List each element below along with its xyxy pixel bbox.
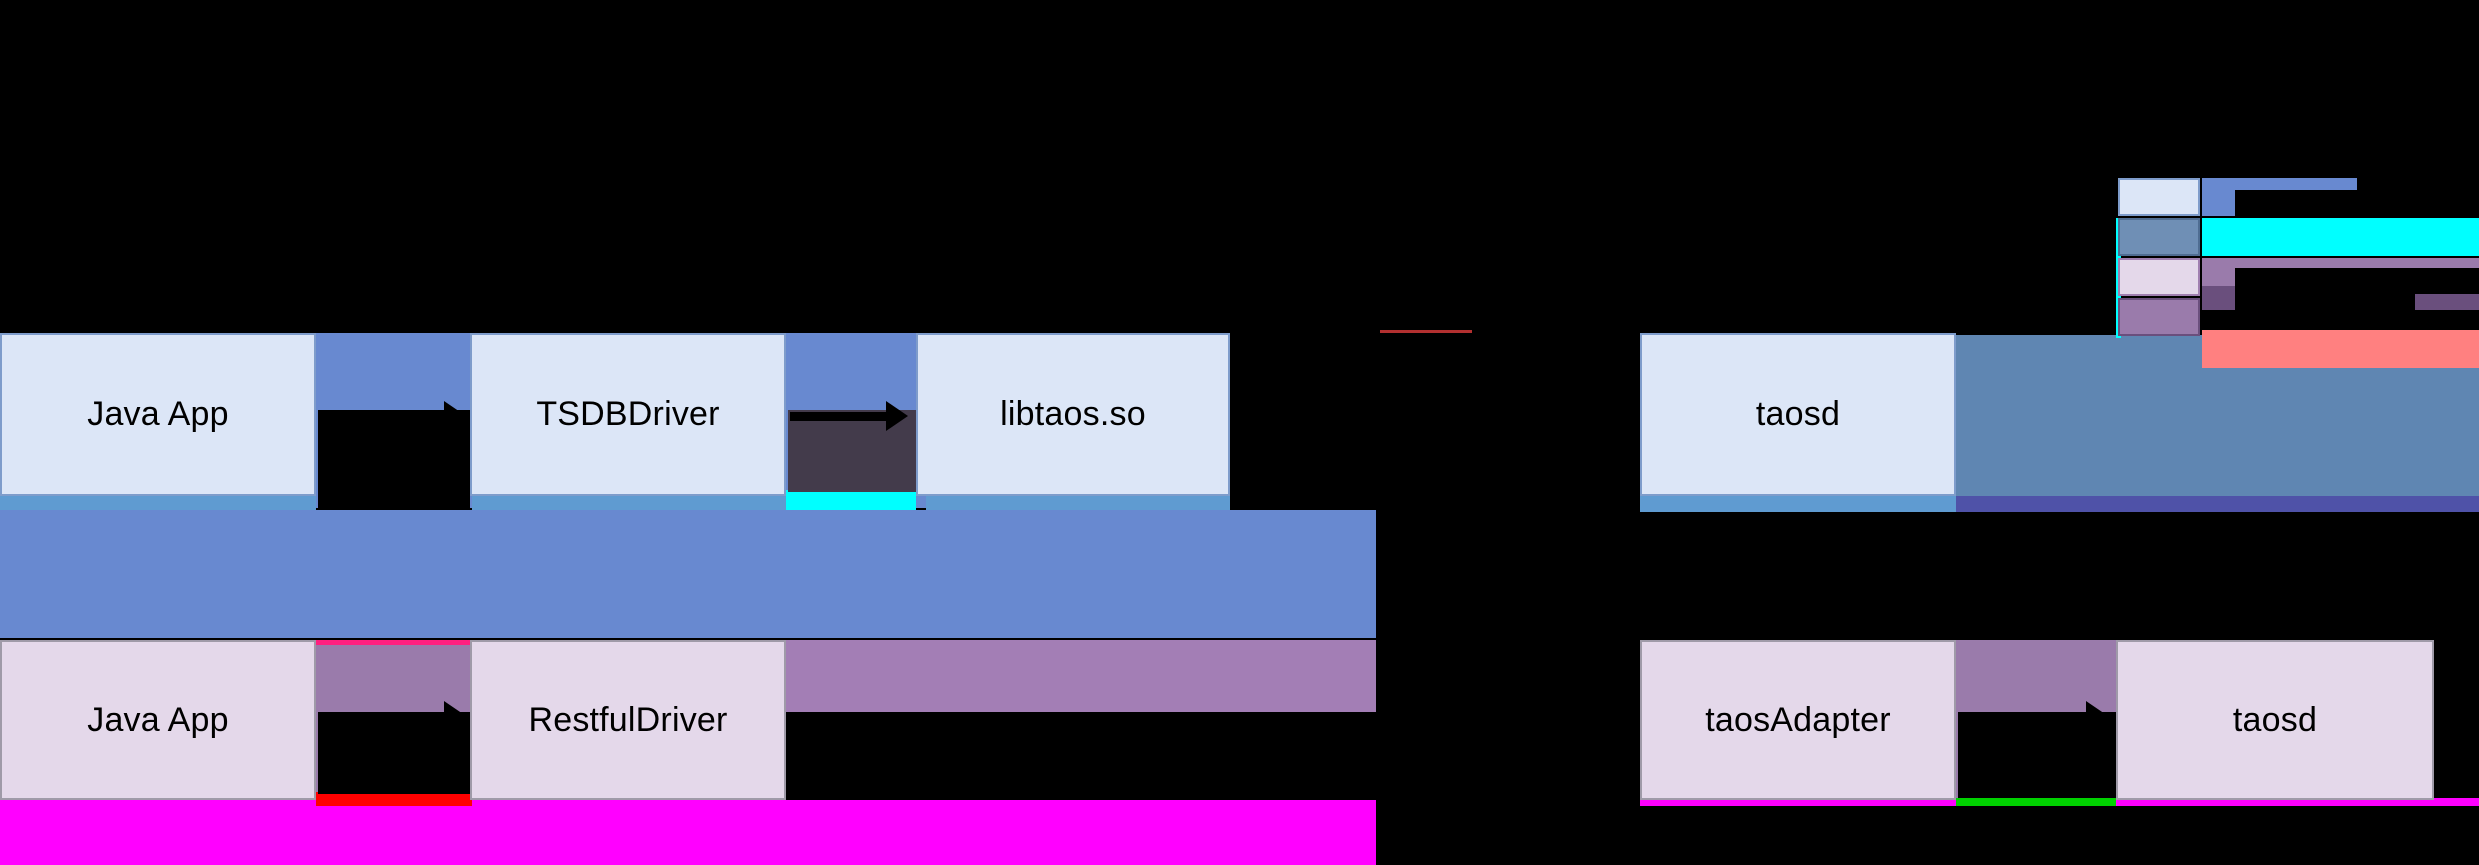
divider-rule-red <box>1380 330 1472 333</box>
node-restful-driver[interactable]: RestfulDriver <box>470 640 786 800</box>
cyan-highlight-chip <box>786 490 916 510</box>
row2-underline-red <box>316 792 472 806</box>
taosd-native-violet-underline <box>1956 496 2479 512</box>
mask-region-row2-adapter <box>1958 712 2116 798</box>
row2-magenta-rule-left <box>316 640 472 645</box>
node-label: TSDBDriver <box>536 395 720 433</box>
node-label: RestfulDriver <box>528 700 728 739</box>
node-libtaos[interactable]: libtaos.so <box>916 333 1230 496</box>
mask-region-row2-mid <box>786 712 1376 800</box>
legend-swatch-purple-top <box>2118 298 2200 336</box>
node-label: taosd <box>1755 395 1841 433</box>
arrow-tsdbdriver-to-libtaos-head <box>886 401 908 431</box>
mask-region-row1-far <box>1376 333 1640 510</box>
legend-label-mask-3b <box>2235 294 2415 316</box>
node-taosd-rest[interactable]: taosd <box>2116 640 2434 800</box>
node-label: Java App <box>87 395 229 433</box>
node-label: Java App <box>87 700 229 739</box>
arrow-tsdbdriver-to-libtaos <box>790 412 890 421</box>
node-label: taosd <box>2232 700 2318 739</box>
legend-label-mask-1 <box>2235 190 2479 218</box>
row1-underline-mid <box>472 496 786 510</box>
mask-region-row1-left <box>318 410 470 510</box>
legend-swatch-lightpurple-top <box>2118 258 2200 296</box>
node-taos-adapter[interactable]: taosAdapter <box>1640 640 1956 800</box>
legend-label-mask-3 <box>2235 268 2479 294</box>
node-java-app-rest[interactable]: Java App <box>0 640 316 800</box>
node-java-app-native[interactable]: Java App <box>0 333 316 496</box>
legend-swatch-steel-top <box>2118 218 2200 256</box>
row1-underline-left <box>0 496 316 510</box>
node-taosd-native[interactable]: taosd <box>1640 333 1956 496</box>
legend-swatch-blue-top <box>2118 178 2200 216</box>
node-tsdb-driver[interactable]: TSDBDriver <box>470 333 786 496</box>
node-label: taosAdapter <box>1705 700 1891 739</box>
row2-underline-magenta-c <box>472 800 1376 865</box>
node-label: libtaos.so <box>1000 395 1146 433</box>
mask-region-row2-tail <box>1376 806 2479 865</box>
row2-underline-magenta-a <box>0 800 316 865</box>
middle-blue-band <box>0 510 1376 638</box>
taosd-native-underline <box>1640 496 1956 512</box>
legend-bar-cyan <box>2202 218 2479 256</box>
mask-region-row2-left <box>318 712 470 794</box>
legend-bar-salmon <box>2202 330 2479 368</box>
